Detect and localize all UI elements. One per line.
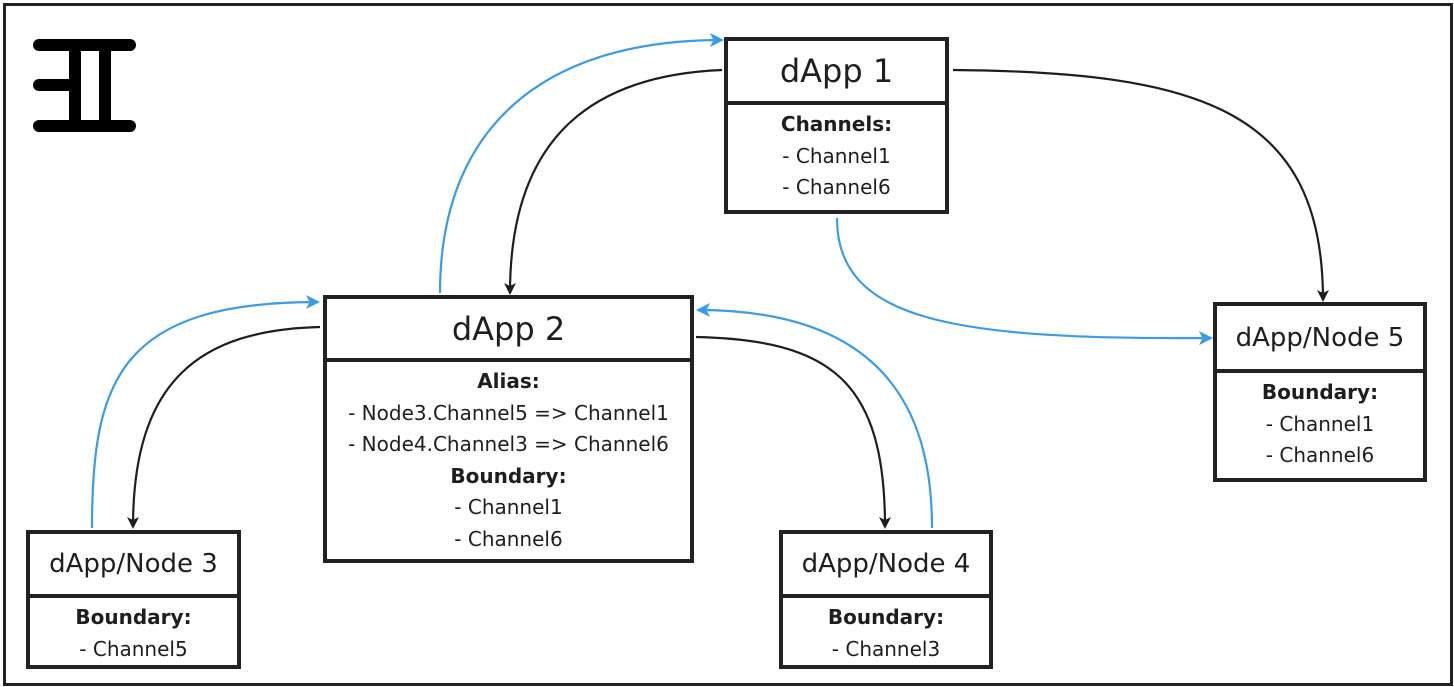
dapp1-title: dApp 1 — [728, 41, 945, 105]
diagram-frame — [3, 3, 1453, 686]
node4-box: dApp/Node 4 Boundary: - Channel3 — [779, 530, 993, 669]
dapp2-alias-item: - Node4.Channel3 => Channel6 — [348, 432, 669, 456]
edge-node4-to-dapp2-blue — [696, 303, 934, 529]
node3-boundary-item: - Channel5 — [79, 636, 188, 661]
dapp2-boundary-item: - Channel6 — [454, 526, 563, 551]
edge-dapp1-to-node5-blue — [835, 217, 1213, 346]
edge-dapp1-to-dapp2 — [504, 68, 723, 295]
edge-dapp2-to-node4 — [695, 335, 891, 529]
dapp2-boundary-heading: Boundary: — [450, 463, 567, 488]
node5-boundary-heading: Boundary: — [1261, 380, 1379, 404]
dapp2-boundary-item: - Channel1 — [454, 495, 563, 519]
node4-boundary-heading: Boundary: — [827, 605, 945, 629]
edge-node3-to-dapp2-blue — [90, 295, 320, 529]
node5-boundary-item: - Channel6 — [1265, 443, 1375, 467]
dapp2-alias-heading: Alias: — [477, 369, 540, 393]
dapp1-channel-item: - Channel6 — [782, 175, 891, 199]
dapp1-node: dApp 1 Channels: - Channel1 - Channel6 — [724, 37, 949, 214]
edge-dapp2-to-dapp1-blue — [438, 33, 724, 294]
node3-boundary-heading: Boundary: — [75, 605, 192, 629]
edge-dapp1-to-node5 — [952, 68, 1329, 302]
dapp1-channels-heading: Channels: — [780, 112, 893, 136]
node3-box: dApp/Node 3 Boundary: - Channel5 — [26, 530, 241, 669]
node5-box: dApp/Node 5 Boundary: - Channel1 - Chann… — [1213, 302, 1427, 482]
edge-dapp2-to-node3 — [127, 325, 321, 529]
node4-boundary-item: - Channel3 — [831, 636, 941, 661]
dapp1-channel-item: - Channel1 — [782, 143, 891, 168]
node4-title: dApp/Node 4 — [783, 534, 989, 598]
glyph-logo-icon — [33, 39, 136, 132]
node5-title: dApp/Node 5 — [1217, 306, 1423, 373]
dapp2-title: dApp 2 — [327, 299, 690, 362]
dapp2-alias-item: - Node3.Channel5 => Channel1 — [348, 400, 669, 425]
node5-boundary-item: - Channel1 — [1265, 411, 1375, 436]
dapp2-node: dApp 2 Alias: - Node3.Channel5 => Channe… — [323, 295, 694, 563]
node3-title: dApp/Node 3 — [30, 534, 237, 598]
